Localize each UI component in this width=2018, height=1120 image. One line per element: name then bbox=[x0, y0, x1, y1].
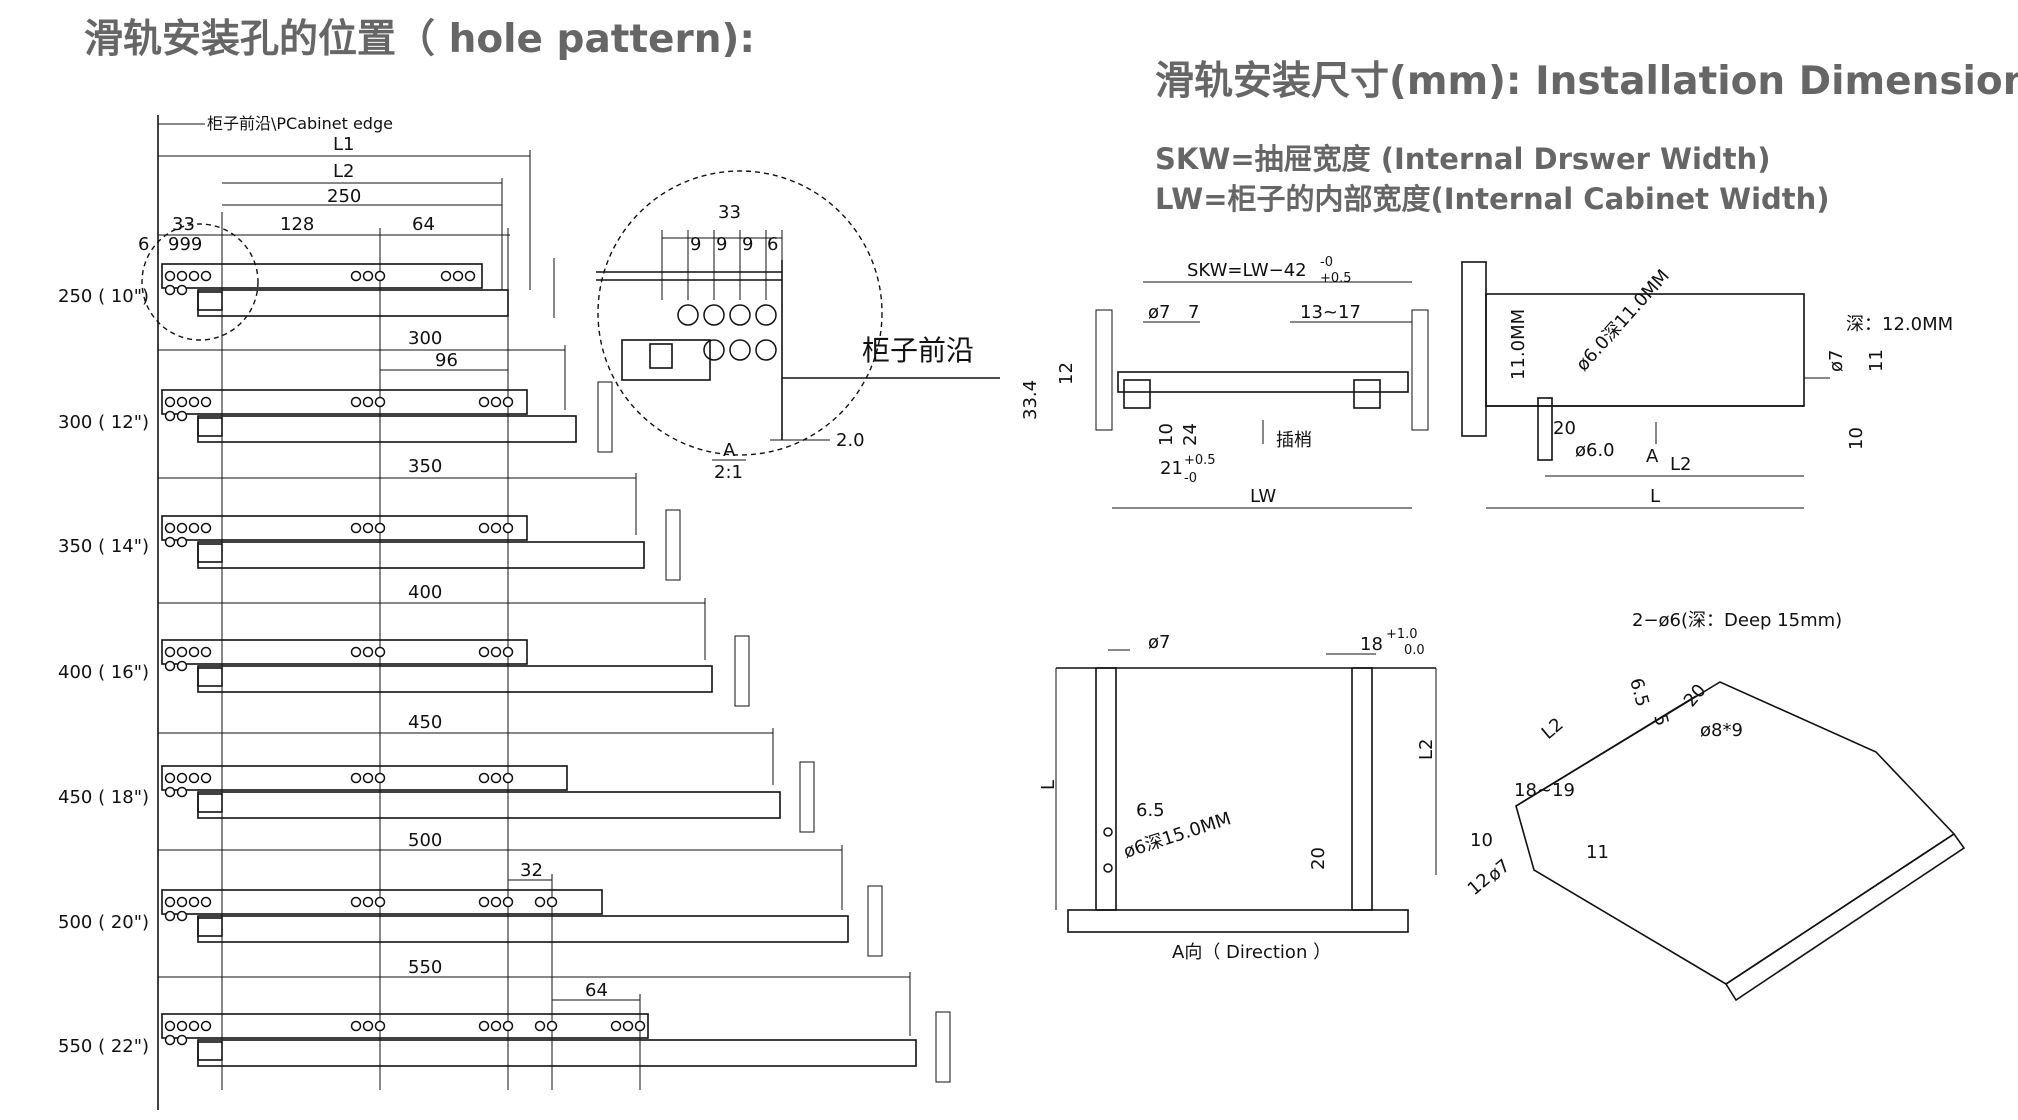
row-dim-64: 64 bbox=[585, 980, 608, 1001]
row-label-250: 250 ( 10") bbox=[58, 286, 149, 307]
direction-dim-18-tol-sup: +1.0 bbox=[1386, 627, 1418, 642]
direction-dim-6-5: 6.5 bbox=[1136, 800, 1165, 821]
section-skw: SKW=LW−42 bbox=[1187, 260, 1307, 281]
row-dim-300: 300 bbox=[408, 328, 442, 349]
side-l: L bbox=[1650, 486, 1660, 507]
dim-l1: L1 bbox=[333, 134, 354, 155]
iso-phi8x9: ø8*9 bbox=[1700, 720, 1743, 741]
row-label-300: 300 ( 12") bbox=[58, 412, 149, 433]
section-phi7: ø7 bbox=[1148, 302, 1170, 323]
side-view-a: A bbox=[1646, 446, 1659, 467]
slide-row-550: 550 64 550 ( 22") bbox=[58, 957, 951, 1090]
detail-dim-9c: 9 bbox=[742, 234, 753, 255]
detail-view-label: A bbox=[723, 440, 736, 461]
section-skw-tol-sup: -0 bbox=[1320, 255, 1333, 270]
isometric-view: 2−ø6(深：Deep 15mm) L2 6.5 20 5 ø8*9 18~19… bbox=[1464, 610, 1966, 1002]
section-skw-tol-sub: +0.5 bbox=[1320, 271, 1352, 286]
row-label-550: 550 ( 22") bbox=[58, 1036, 149, 1057]
skw-definition: SKW=抽屉宽度 (Internal Drswer Width) bbox=[1155, 142, 1771, 176]
row-dim-500: 500 bbox=[408, 830, 442, 851]
direction-dim-18: 18 bbox=[1360, 634, 1383, 655]
row-dim-96: 96 bbox=[435, 350, 458, 371]
installation-dimensions-heading: 滑轨安装尺寸(mm): Installation Dimensions: bbox=[1155, 59, 2018, 104]
slide-row-300: 300 96 300 ( 12") bbox=[58, 328, 613, 453]
slide-row-500: 500 32 500 ( 20") bbox=[58, 830, 883, 1090]
lw-definition: LW=柜子的内部宽度(Internal Cabinet Width) bbox=[1155, 182, 1830, 216]
dim-250-top: 250 bbox=[327, 186, 361, 207]
dim-128: 128 bbox=[280, 214, 314, 235]
section-lw: LW bbox=[1250, 486, 1276, 507]
cross-section-view: SKW=LW−42 -0 +0.5 ø7 7 13~17 12 33.4 10 … bbox=[1020, 255, 1429, 509]
detail-view-a: 33 9 9 9 6 柜子前沿 2.0 A 2:1 bbox=[596, 170, 1000, 483]
side-l2: L2 bbox=[1670, 454, 1691, 475]
side-dim-11: 11 bbox=[1866, 349, 1887, 372]
row-label-400: 400 ( 16") bbox=[58, 662, 149, 683]
row-dim-32: 32 bbox=[520, 860, 543, 881]
iso-dim-18-19: 18~19 bbox=[1514, 780, 1575, 801]
iso-dim-5: 5 bbox=[1649, 712, 1672, 728]
cabinet-edge-label: 柜子前沿\PCabinet edge bbox=[207, 114, 393, 133]
dim-33: 33 bbox=[172, 214, 195, 235]
dim-64: 64 bbox=[412, 214, 435, 235]
side-depth: 深：12.0MM bbox=[1846, 314, 1953, 335]
section-dim-33-4: 33.4 bbox=[1020, 380, 1041, 420]
direction-l2: L2 bbox=[1416, 739, 1437, 760]
iso-dim-10: 10 bbox=[1470, 830, 1493, 851]
row-label-500: 500 ( 20") bbox=[58, 912, 149, 933]
side-dim-10: 10 bbox=[1846, 427, 1867, 450]
detail-dim-9a: 9 bbox=[690, 234, 701, 255]
row-label-450: 450 ( 18") bbox=[58, 787, 149, 808]
slide-row-450: 450 450 ( 18") bbox=[58, 712, 815, 833]
iso-dim-20: 20 bbox=[1680, 680, 1711, 711]
row-dim-400: 400 bbox=[408, 582, 442, 603]
section-dim-13-17: 13~17 bbox=[1300, 302, 1361, 323]
iso-l2: L2 bbox=[1538, 714, 1568, 744]
side-dim-20: 20 bbox=[1553, 418, 1576, 439]
slide-row-350: 350 350 ( 14") bbox=[58, 456, 681, 581]
section-dim-10: 10 bbox=[1156, 423, 1177, 446]
section-dim-21-tol-sup: +0.5 bbox=[1184, 453, 1216, 468]
iso-dim-11: 11 bbox=[1586, 842, 1609, 863]
row-label-350: 350 ( 14") bbox=[58, 536, 149, 557]
dim-999: 999 bbox=[168, 234, 202, 255]
row-dim-350: 350 bbox=[408, 456, 442, 477]
iso-dim-6-5: 6.5 bbox=[1625, 676, 1653, 709]
slide-row-400: 400 400 ( 16") bbox=[58, 582, 750, 707]
row-dim-550: 550 bbox=[408, 957, 442, 978]
side-phi6: ø6.0 bbox=[1575, 440, 1615, 461]
direction-l: L bbox=[1038, 780, 1059, 790]
detail-dim-9b: 9 bbox=[716, 234, 727, 255]
section-pin-label: 插梢 bbox=[1276, 430, 1312, 451]
dim-l2: L2 bbox=[333, 161, 354, 182]
section-dim-21-tol-sub: -0 bbox=[1184, 471, 1197, 486]
iso-holes-note: 2−ø6(深：Deep 15mm) bbox=[1632, 610, 1842, 631]
row-dim-450: 450 bbox=[408, 712, 442, 733]
direction-dim-18-tol-sub: 0.0 bbox=[1404, 643, 1425, 658]
side-hole-note: ø6.0深11.0MM bbox=[1572, 266, 1674, 376]
slide-row-250: 250 ( 10") bbox=[58, 258, 555, 318]
section-dim-12: 12 bbox=[1056, 362, 1077, 385]
side-dim-11mm: 11.0MM bbox=[1508, 309, 1529, 380]
detail-edge-label: 柜子前沿 bbox=[862, 334, 974, 367]
detail-dim-2: 2.0 bbox=[836, 430, 865, 451]
section-dim-21: 21 bbox=[1160, 458, 1183, 479]
dim-6: 6 bbox=[138, 234, 149, 255]
direction-caption: A向（ Direction ） bbox=[1172, 942, 1331, 963]
detail-dim-6: 6 bbox=[767, 234, 778, 255]
hole-pattern-diagram: 柜子前沿\PCabinet edge L1 L2 250 33 128 64 6… bbox=[58, 114, 951, 1110]
detail-scale: 2:1 bbox=[714, 462, 743, 483]
section-dim-7: 7 bbox=[1188, 302, 1199, 323]
side-phi7: ø7 bbox=[1826, 350, 1847, 372]
direction-phi7: ø7 bbox=[1148, 632, 1170, 653]
hole-pattern-heading: 滑轨安装孔的位置（ hole pattern): bbox=[84, 17, 755, 62]
detail-dim-33: 33 bbox=[718, 202, 741, 223]
direction-dim-20: 20 bbox=[1308, 847, 1329, 870]
direction-view: ø7 18 +1.0 0.0 L L2 6.5 ø6深15.0MM 20 A向（… bbox=[1038, 627, 1437, 963]
section-dim-24: 24 bbox=[1180, 423, 1201, 446]
side-view: 11.0MM ø6.0深11.0MM ø7 深：12.0MM 11 10 20 … bbox=[1461, 261, 1953, 509]
